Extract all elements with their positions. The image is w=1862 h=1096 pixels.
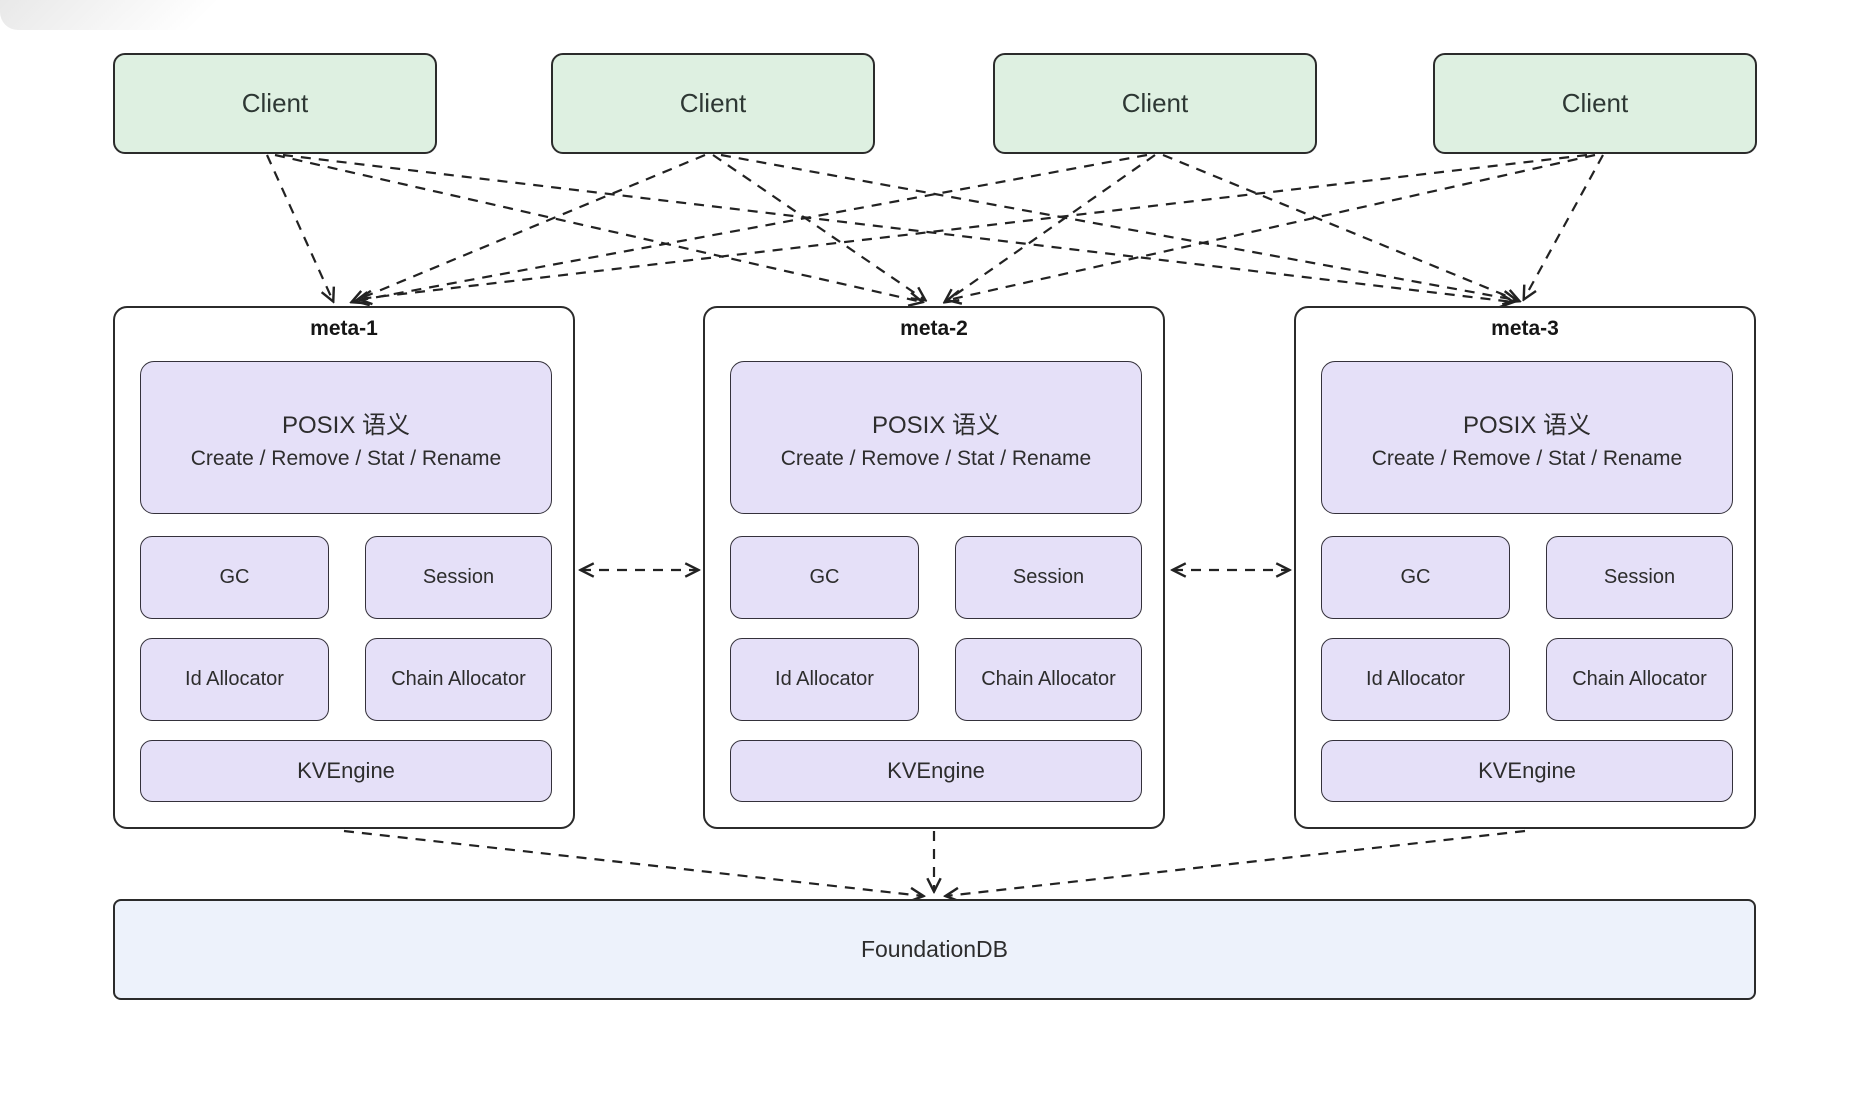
id-allocator-box: Id Allocator (140, 638, 329, 721)
posix-operations: Create / Remove / Stat / Rename (780, 446, 1092, 470)
posix-title: POSIX 语义 (871, 411, 1001, 439)
client4-arrows (359, 153, 1604, 300)
client-node-1: Client (113, 53, 437, 154)
client-label: Client (1561, 88, 1629, 118)
meta-node-title: meta-3 (1491, 317, 1559, 340)
id-allocator-box: Id Allocator (730, 638, 919, 721)
client1-arrows (265, 153, 1513, 302)
client-node-3: Client (993, 53, 1317, 154)
meta-database-arrows (343, 829, 1526, 896)
kvengine-label: KVEngine (297, 758, 395, 783)
chain-allocator-label: Chain Allocator (391, 668, 526, 690)
gc-label: GC (1400, 566, 1431, 588)
client2-arrows (352, 153, 1516, 302)
meta-node-title: meta-2 (900, 317, 968, 340)
gc-box: GC (140, 536, 329, 619)
posix-operations: Create / Remove / Stat / Rename (1371, 446, 1683, 470)
session-label: Session (1603, 566, 1676, 588)
corner-artifact (0, 0, 250, 30)
client3-arrows (356, 153, 1519, 302)
session-box: Session (1546, 536, 1733, 619)
meta-node-title: meta-1 (310, 317, 378, 340)
session-label: Session (1012, 566, 1085, 588)
gc-box: GC (730, 536, 919, 619)
id-allocator-label: Id Allocator (775, 668, 874, 690)
posix-semantics-box: POSIX 语义 Create / Remove / Stat / Rename (140, 361, 552, 514)
foundationdb-node: FoundationDB (113, 899, 1756, 1000)
id-allocator-label: Id Allocator (1366, 668, 1465, 690)
meta-node-2: meta-2 POSIX 语义 Create / Remove / Stat /… (703, 306, 1165, 829)
gc-label: GC (219, 566, 250, 588)
chain-allocator-label: Chain Allocator (981, 668, 1116, 690)
gc-box: GC (1321, 536, 1510, 619)
client-label: Client (1121, 88, 1189, 118)
posix-title: POSIX 语义 (1462, 411, 1592, 439)
session-label: Session (422, 566, 495, 588)
kvengine-box: KVEngine (1321, 740, 1733, 802)
chain-allocator-box: Chain Allocator (365, 638, 552, 721)
posix-title: POSIX 语义 (281, 411, 411, 439)
meta-node-3: meta-3 POSIX 语义 Create / Remove / Stat /… (1294, 306, 1756, 829)
chain-allocator-box: Chain Allocator (1546, 638, 1733, 721)
meta-node-1: meta-1 POSIX 语义 Create / Remove / Stat /… (113, 306, 575, 829)
id-allocator-box: Id Allocator (1321, 638, 1510, 721)
chain-allocator-label: Chain Allocator (1572, 668, 1707, 690)
kvengine-box: KVEngine (140, 740, 552, 802)
client-label: Client (241, 88, 309, 118)
posix-operations: Create / Remove / Stat / Rename (190, 446, 502, 470)
posix-semantics-box: POSIX 语义 Create / Remove / Stat / Rename (1321, 361, 1733, 514)
gc-label: GC (809, 566, 840, 588)
kvengine-box: KVEngine (730, 740, 1142, 802)
session-box: Session (365, 536, 552, 619)
posix-semantics-box: POSIX 语义 Create / Remove / Stat / Rename (730, 361, 1142, 514)
session-box: Session (955, 536, 1142, 619)
id-allocator-label: Id Allocator (185, 668, 284, 690)
client-node-2: Client (551, 53, 875, 154)
kvengine-label: KVEngine (1478, 758, 1576, 783)
foundationdb-label: FoundationDB (860, 936, 1009, 962)
chain-allocator-box: Chain Allocator (955, 638, 1142, 721)
client-label: Client (679, 88, 747, 118)
client-node-4: Client (1433, 53, 1757, 154)
kvengine-label: KVEngine (887, 758, 985, 783)
